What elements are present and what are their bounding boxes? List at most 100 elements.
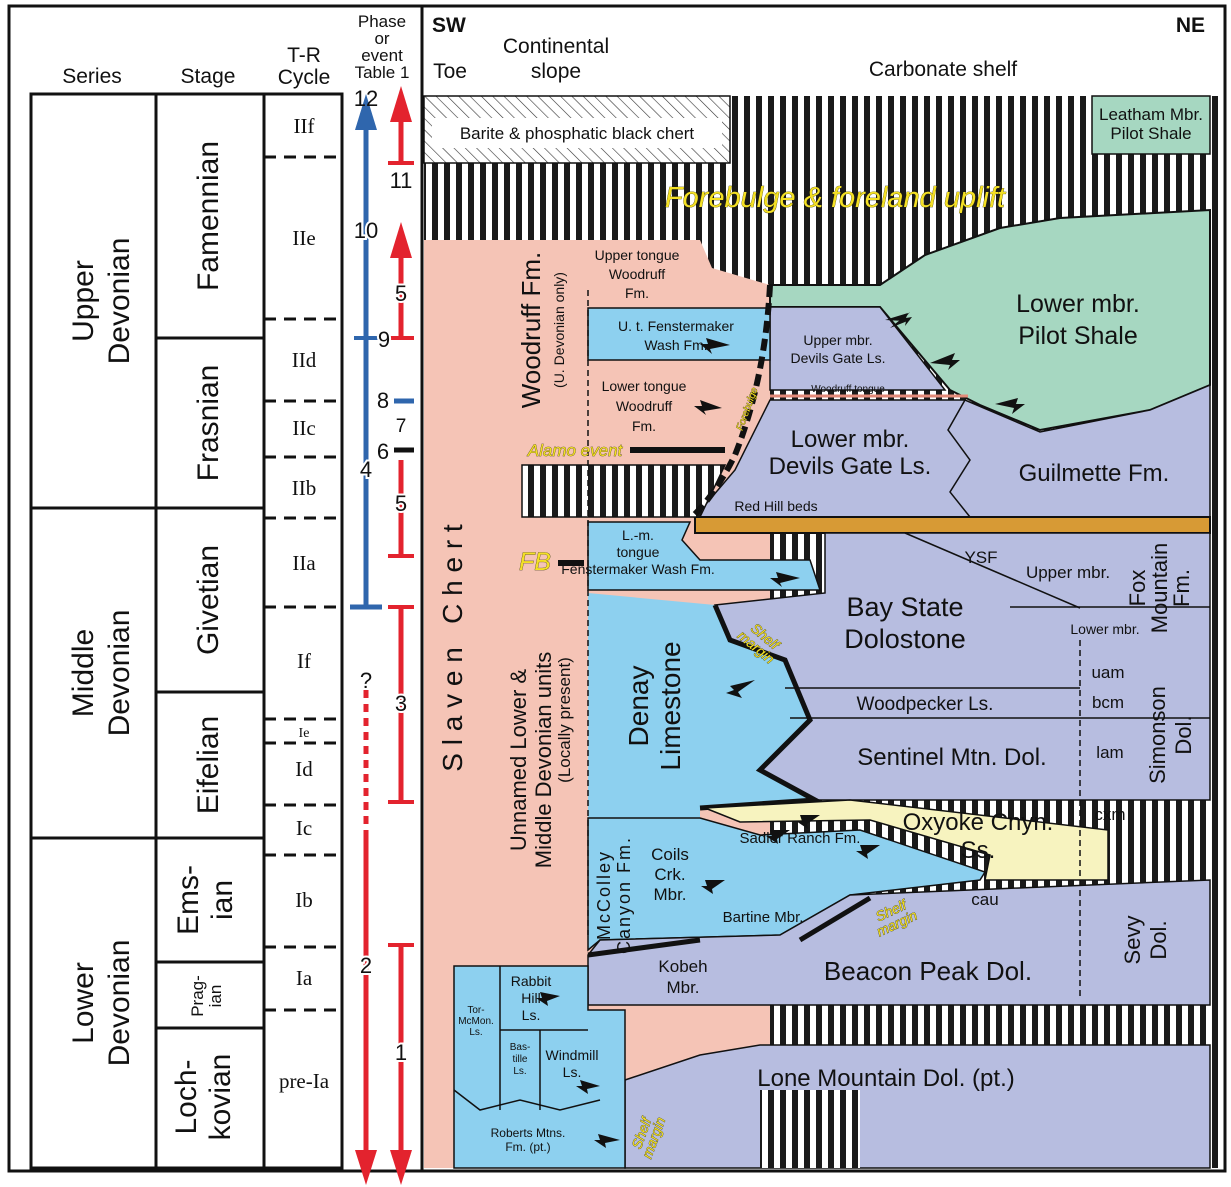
fox-mountain-label: FoxMountainFm. — [1125, 543, 1194, 634]
fox-lower-label: Lower mbr. — [1070, 621, 1139, 637]
stage-famennian: Famennian — [192, 141, 225, 291]
phase-11: 11 — [390, 168, 413, 193]
bartine-label: Bartine Mbr. — [723, 909, 804, 926]
phase-1: 1 — [395, 1040, 407, 1065]
tr-IId: IId — [292, 348, 317, 372]
cxm-label: cxm — [1094, 805, 1125, 824]
woodruff-label: Woodruff Fm. — [516, 252, 546, 409]
tr-IIf: IIf — [294, 114, 315, 138]
carbonate-shelf-label: Carbonate shelf — [869, 58, 1017, 81]
stage-pragian: Prag-ian — [188, 975, 225, 1017]
tr-If: If — [297, 649, 311, 673]
phase-5-lower: 5 — [395, 491, 407, 516]
uam-label: uam — [1091, 663, 1124, 682]
tr-Ib: Ib — [295, 888, 313, 912]
stage-frasnian: Frasnian — [192, 365, 225, 482]
roberts-label: Roberts Mtns.Fm. (pt.) — [491, 1126, 566, 1154]
toe-label: Toe — [433, 60, 467, 83]
lower-pilot-shale-label: Lower mbr.Pilot Shale — [1016, 290, 1140, 350]
bcm-label: bcm — [1092, 693, 1124, 712]
cross-section: Barite & phosphatic black chert Leatham … — [423, 95, 1222, 1169]
woodruff-tongue-label: Woodruff tongue — [811, 384, 885, 395]
phase-12: 12 — [354, 86, 378, 111]
denay-label: DenayLimestone — [623, 641, 686, 770]
tr-IIb: IIb — [292, 476, 317, 500]
tr-Id: Id — [295, 757, 313, 781]
stage-lochkovian: Loch-kovian — [170, 1054, 237, 1141]
sadler-ranch-label: Sadler Ranch Fm. — [740, 830, 861, 847]
sw-label: SW — [432, 14, 466, 37]
lam-label: lam — [1096, 743, 1123, 762]
tr-Ia: Ia — [296, 966, 313, 990]
tr-IIc: IIc — [292, 416, 315, 440]
cau-label: cau — [971, 890, 998, 909]
tor-mcmon-label: Tor-McMon.Ls. — [458, 1005, 494, 1038]
phase-5-upper: 5 — [395, 281, 407, 306]
upper-devils-gate-label: Upper mbr.Devils Gate Ls. — [791, 332, 886, 366]
fb-label: FB — [519, 548, 551, 576]
phase-question: ? — [360, 668, 372, 693]
sentinel-label: Sentinel Mtn. Dol. — [857, 744, 1046, 771]
ne-label: NE — [1176, 14, 1205, 37]
slaven-chert-label: S l a v e n C h e r t — [437, 524, 468, 772]
stage-givetian: Givetian — [192, 545, 225, 655]
phase-arrows — [350, 86, 414, 1185]
tr-Ic: Ic — [296, 816, 312, 840]
lower-devils-gate-label: Lower mbr.Devils Gate Ls. — [769, 426, 932, 480]
mccolley-label: McColleyCanyon Fm. — [594, 836, 634, 954]
phase-2: 2 — [360, 953, 372, 978]
lone-mountain-label: Lone Mountain Dol. (pt.) — [757, 1065, 1014, 1092]
phase-6: 6 — [377, 439, 389, 464]
leatham-label: Leatham Mbr.Pilot Shale — [1099, 105, 1203, 143]
phase-numbers: 12 10 9 4 11 5 8 7 6 5 3 2 1 ? — [352, 86, 413, 1067]
woodpecker-label: Woodpecker Ls. — [857, 694, 994, 715]
woodruff-sub-label: (U. Devonian only) — [551, 272, 567, 388]
unnamed-sub-label: (Locally present) — [555, 657, 574, 783]
barite-label: Barite & phosphatic black chert — [460, 124, 695, 143]
unnamed-units-label: Unnamed Lower &Middle Devonian units — [506, 652, 556, 868]
alamo-event-label: Alamo event — [527, 441, 624, 460]
oxyoke-label: Oxyoke Cnyn.Ss. — [903, 809, 1054, 864]
tr-Ie: Ie — [299, 726, 310, 741]
phase-4: 4 — [360, 457, 372, 482]
series-header: Series — [62, 65, 122, 88]
stage-header: Stage — [181, 65, 236, 88]
tr-IIe: IIe — [292, 226, 315, 250]
beacon-peak-label: Beacon Peak Dol. — [824, 956, 1032, 986]
phase-10: 10 — [354, 218, 378, 243]
phase-7: 7 — [396, 416, 407, 437]
phase-3: 3 — [395, 691, 407, 716]
phase-8: 8 — [377, 388, 389, 413]
ysf-label: YSF — [964, 548, 997, 567]
sevy-label: SevyDol. — [1120, 916, 1171, 965]
tr-pre-Ia: pre-Ia — [279, 1069, 330, 1093]
fox-upper-label: Upper mbr. — [1026, 563, 1110, 582]
guilmette-label: Guilmette Fm. — [1019, 460, 1170, 487]
progradation-arrows — [536, 312, 1025, 1148]
tr-IIa: IIa — [292, 551, 316, 575]
outer-frame — [7, 4, 1227, 1173]
red-hill-beds-label: Red Hill beds — [734, 498, 817, 514]
stage-eifelian: Eifelian — [192, 716, 225, 814]
stage-emsian: Ems-ian — [172, 865, 239, 935]
simonson-label: SimonsonDol. — [1145, 686, 1196, 784]
